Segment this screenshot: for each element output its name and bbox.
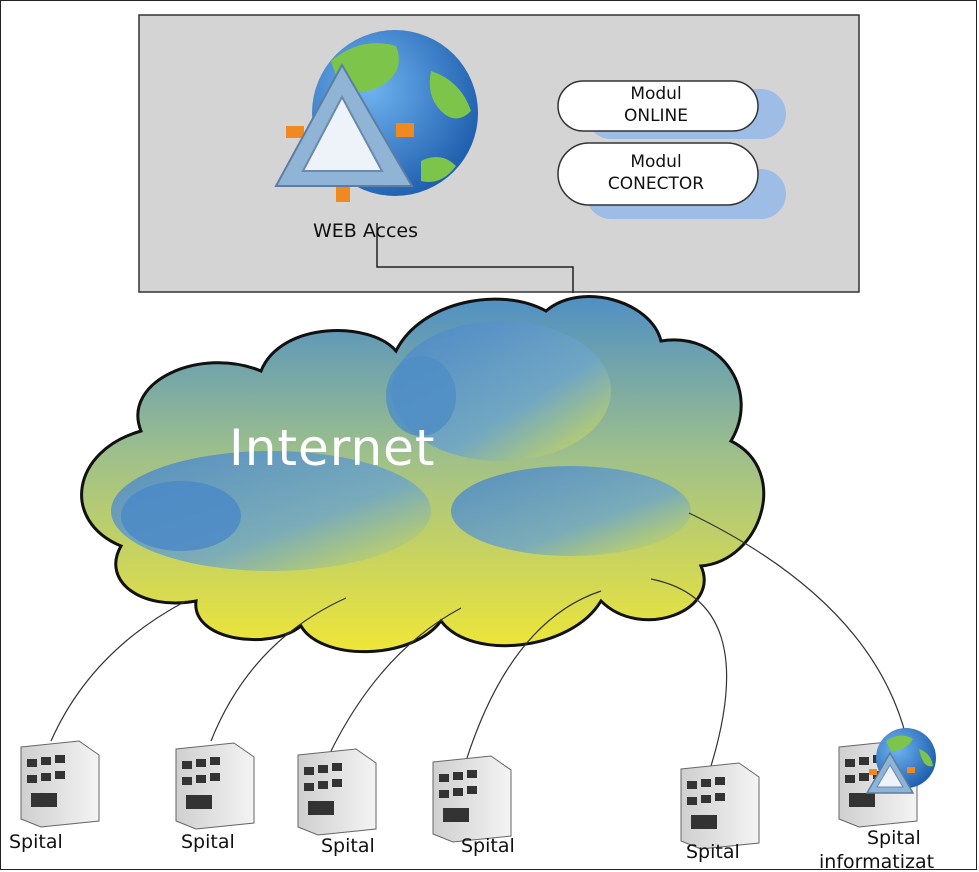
module-conector-line1: Modul (630, 152, 682, 172)
module-online-line1: Modul (630, 84, 682, 104)
hospital-building-icon (297, 748, 377, 836)
hospital-label: Spital (321, 835, 375, 857)
hospital-label: Spital (181, 831, 235, 853)
small-web-access-globe-icon (865, 728, 936, 794)
hospital-building-icon (680, 762, 760, 850)
hospital-label: Spital (461, 835, 515, 857)
hospital-label: Spital (686, 841, 740, 863)
module-online (557, 80, 786, 139)
module-conector (557, 142, 786, 219)
internet-cloud (80, 295, 766, 654)
web-to-internet-line (376, 223, 574, 293)
hospital-links (50, 512, 907, 767)
hospital-building-icon (432, 755, 512, 843)
hospital-label: Spital (9, 831, 63, 853)
web-access-globe-icon (274, 30, 478, 202)
module-online-line2: ONLINE (623, 106, 689, 126)
module-online-label: Modul ONLINE (561, 83, 751, 127)
hospital-building-icon (20, 740, 100, 828)
module-conector-label: Modul CONECTOR (561, 151, 751, 195)
hospital-informatizat-label-line2: informatizat (819, 851, 935, 870)
internet-label: Internet (229, 419, 436, 477)
web-access-label: WEB Acces (313, 220, 419, 242)
module-conector-line2: CONECTOR (607, 174, 705, 194)
hospital-building-icon (175, 742, 255, 830)
hospital-informatizat-label-line1: Spital (867, 827, 921, 849)
